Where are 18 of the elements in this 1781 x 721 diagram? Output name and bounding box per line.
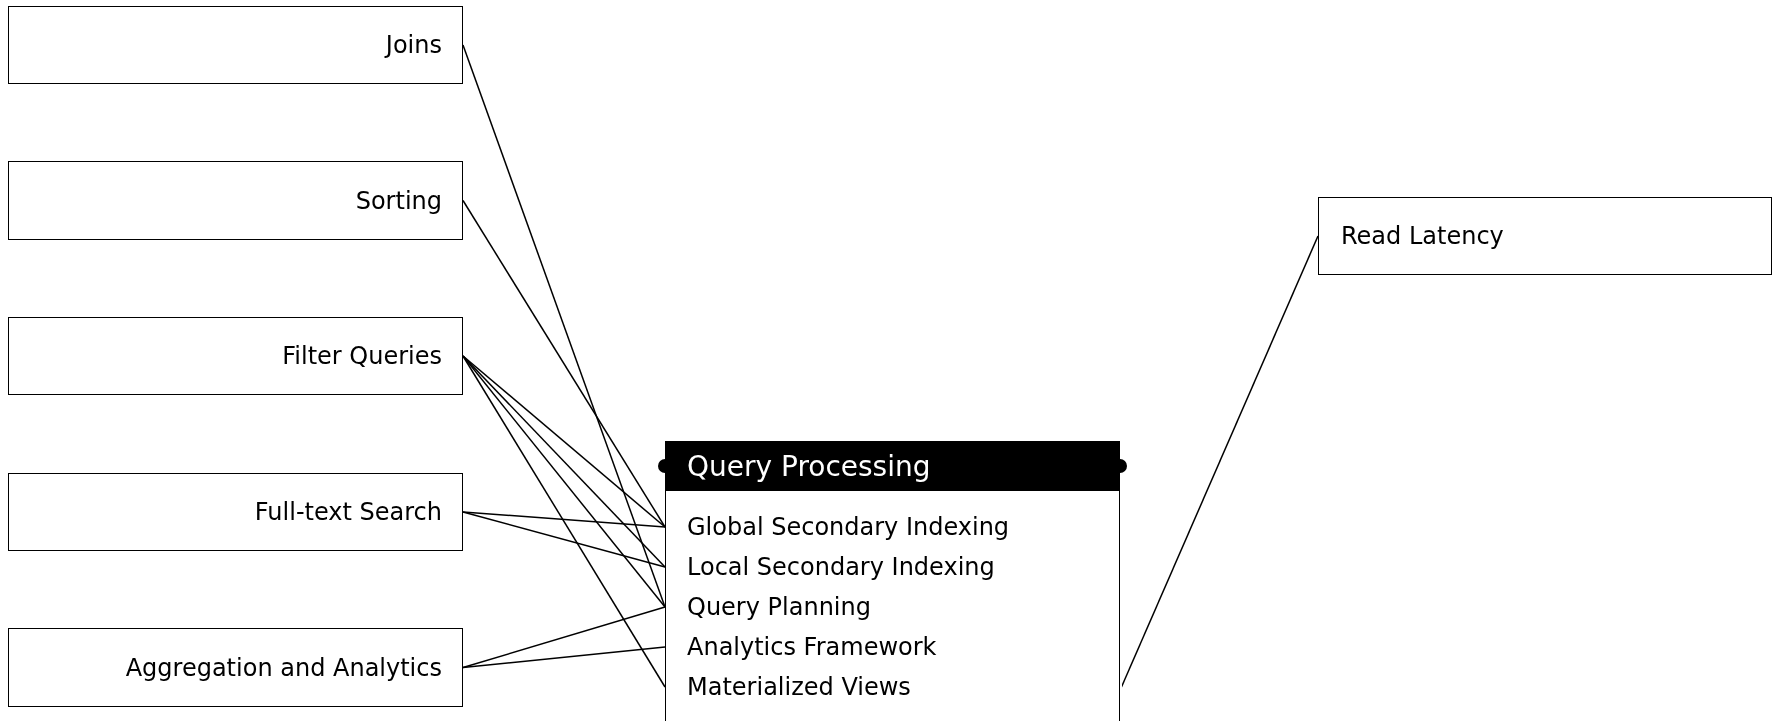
attribute-box: Read Latency <box>1318 197 1772 275</box>
connector-line <box>462 199 666 528</box>
attribute-box: Sorting <box>8 161 463 240</box>
connector-line <box>462 44 666 608</box>
connector-line <box>462 355 666 528</box>
entity-header: Query Processing <box>665 441 1120 491</box>
attribute-box: Filter Queries <box>8 317 463 395</box>
attribute-box: Joins <box>8 6 463 84</box>
attribute-box: Full-text Search <box>8 473 463 551</box>
connector-line <box>462 646 666 669</box>
connector-line <box>462 355 666 688</box>
connector-line <box>1120 235 1319 688</box>
connector-line <box>462 511 666 528</box>
connector-line <box>462 355 666 608</box>
connector-line <box>462 511 666 568</box>
connector-line <box>462 355 666 568</box>
attribute-box: Aggregation and Analytics <box>8 628 463 707</box>
connector-line <box>462 606 666 669</box>
